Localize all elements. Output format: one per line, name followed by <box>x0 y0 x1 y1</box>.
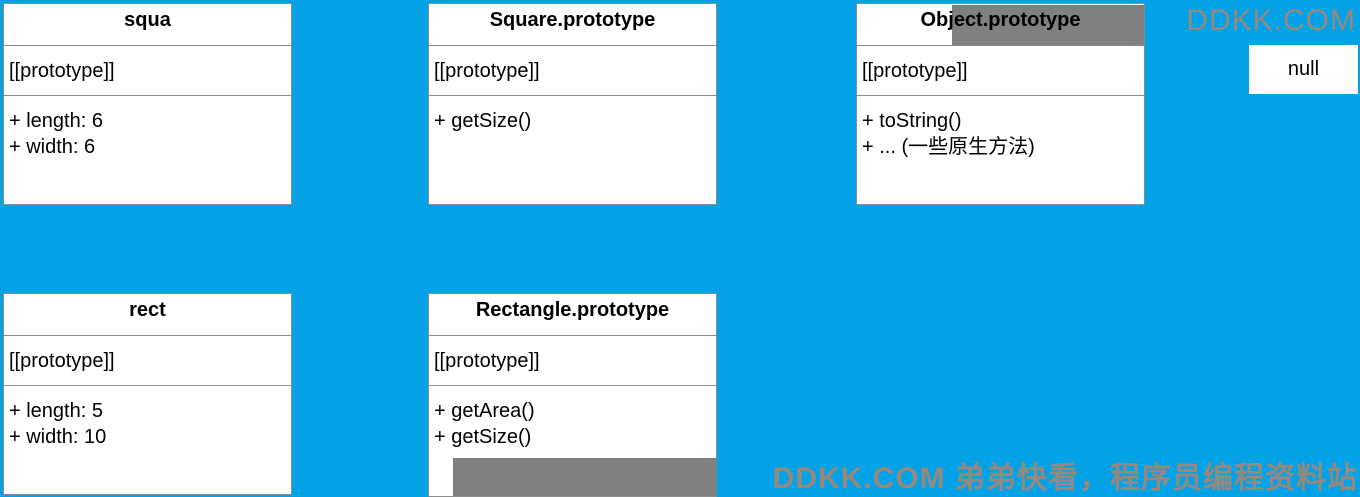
member-list: + length: 5 + width: 10 <box>4 386 291 450</box>
member-list: + getArea() + getSize() <box>429 386 716 450</box>
watermark: DDKK.COM <box>1186 4 1356 37</box>
member-item: + toString() <box>862 110 962 132</box>
member-list: + getSize() <box>429 96 716 134</box>
member-list: + length: 6 + width: 6 <box>4 96 291 160</box>
prototype-slot: [[prototype]] <box>429 336 716 386</box>
member-list: + toString() + ... (一些原生方法) <box>857 96 1144 160</box>
rect-box: rect [[prototype]] + length: 5 + width: … <box>3 293 292 495</box>
box-title: Square.prototype <box>429 4 716 46</box>
member-item: + length: 5 <box>9 400 103 422</box>
prototype-slot: [[prototype]] <box>857 46 1144 96</box>
prototype-slot: [[prototype]] <box>429 46 716 96</box>
prototype-slot: [[prototype]] <box>4 46 291 96</box>
box-title: rect <box>4 294 291 336</box>
square-prototype-box: Square.prototype [[prototype]] + getSize… <box>428 3 717 205</box>
box-title: Rectangle.prototype <box>429 294 716 336</box>
member-item: + width: 10 <box>9 426 107 448</box>
prototype-slot: [[prototype]] <box>4 336 291 386</box>
member-item: + width: 6 <box>9 136 96 158</box>
null-box: null <box>1249 45 1358 94</box>
object-prototype-box: Object.prototype [[prototype]] + toStrin… <box>856 3 1145 205</box>
member-item: + ... (一些原生方法) <box>862 136 1035 158</box>
member-item: + length: 6 <box>9 110 103 132</box>
member-item: + getSize() <box>434 110 532 132</box>
member-item: + getArea() <box>434 400 535 422</box>
box-title: Object.prototype <box>857 4 1144 46</box>
box-title: squa <box>4 4 291 46</box>
rectangle-prototype-box: Rectangle.prototype [[prototype]] + getA… <box>428 293 717 497</box>
watermark: DDKK.COM 弟弟快看，程序员编程资料站 <box>772 462 1358 495</box>
member-item: + getSize() <box>434 426 532 448</box>
squa-box: squa [[prototype]] + length: 6 + width: … <box>3 3 292 205</box>
gray-overlay <box>952 5 1144 45</box>
gray-overlay <box>453 458 717 496</box>
